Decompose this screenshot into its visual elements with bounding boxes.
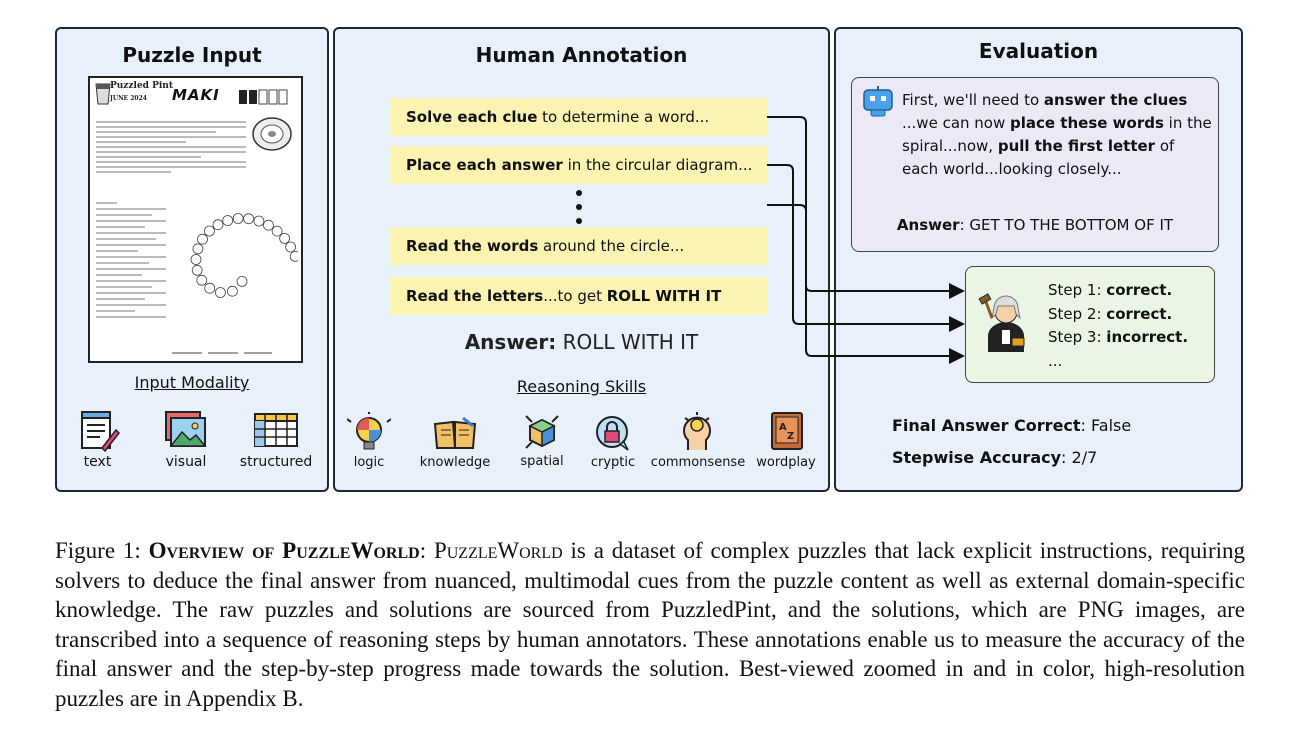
spiral-cell bbox=[236, 276, 248, 287]
spiral-cell bbox=[243, 213, 254, 225]
table-icon bbox=[254, 413, 298, 447]
head-lightbulb-icon bbox=[683, 412, 711, 450]
spiral-cell bbox=[204, 225, 215, 237]
image-gallery-icon bbox=[165, 411, 207, 447]
model-answer: Answer: GET TO THE BOTTOM OF IT bbox=[896, 216, 1174, 234]
spiral-cell bbox=[232, 213, 244, 224]
answer-blanks bbox=[172, 352, 272, 354]
spiral-cell bbox=[279, 233, 290, 244]
lock-speech-icon bbox=[596, 416, 629, 451]
final-answer-correct: Final Answer Correct: False bbox=[892, 416, 1132, 435]
spiral-cell bbox=[289, 251, 298, 262]
ellipsis-dots-icon bbox=[576, 190, 582, 224]
annotation-step-4: Read the letters...to get ROLL WITH IT bbox=[390, 277, 767, 315]
spiral-cell bbox=[285, 241, 296, 253]
spiral-cell bbox=[263, 219, 274, 231]
spiral-cell bbox=[190, 254, 202, 265]
open-book-icon bbox=[433, 416, 477, 449]
judge-steps: Step 1: correct. Step 2: correct. Step 3… bbox=[1048, 279, 1188, 373]
skill-spatial: spatial bbox=[520, 454, 564, 469]
beer-rating-icon bbox=[239, 89, 288, 105]
puzzle-flavor-text bbox=[96, 118, 246, 176]
skill-knowledge: knowledge bbox=[419, 455, 491, 470]
svg-text:A: A bbox=[779, 422, 787, 433]
annotation-step-2: Place each answer in the circular diagra… bbox=[390, 146, 767, 184]
cube-arrows-icon bbox=[525, 415, 559, 449]
skill-cryptic: cryptic bbox=[590, 455, 636, 470]
annotation-step-1: Solve each clue to determine a word... bbox=[390, 98, 767, 136]
figure-caption: Figure 1: Overview of PuzzleWorld: Puzzl… bbox=[55, 538, 1245, 711]
reasoning-skills-label: Reasoning Skills bbox=[516, 377, 647, 396]
puzzle-title: MAKI bbox=[172, 86, 220, 104]
text-document-icon bbox=[81, 411, 120, 452]
judge-gavel-icon bbox=[978, 293, 1025, 352]
pint-logo-icon bbox=[95, 83, 111, 105]
spiral-cell bbox=[215, 287, 226, 298]
lightbulb-puzzle-icon bbox=[347, 412, 391, 450]
puzzle-brand: Puzzled Pint JUNE 2024 bbox=[110, 81, 173, 103]
modality-text: text bbox=[83, 454, 112, 470]
caption-name: PuzzleWorld bbox=[433, 538, 563, 563]
spiral-cell bbox=[271, 225, 283, 237]
spiral-cell bbox=[192, 243, 204, 255]
modality-structured: structured bbox=[239, 454, 313, 470]
judge-step-more: ... bbox=[1048, 351, 1063, 370]
dictionary-icon: A Z bbox=[771, 412, 803, 450]
stepwise-accuracy: Stepwise Accuracy: 2/7 bbox=[892, 448, 1098, 467]
human-annotation-title: Human Annotation bbox=[475, 43, 688, 67]
puzzle-input-title: Puzzle Input bbox=[122, 43, 262, 67]
spiral-cell bbox=[212, 219, 224, 231]
puzzle-page-thumbnail: Puzzled Pint JUNE 2024 MAKI bbox=[88, 76, 303, 363]
caption-bold-title: Overview of PuzzleWorld bbox=[148, 538, 420, 563]
skill-commonsense: commonsense bbox=[650, 455, 746, 470]
spiral-cell bbox=[222, 215, 234, 226]
robot-icon bbox=[863, 86, 893, 117]
input-modality-label: Input Modality bbox=[134, 373, 250, 392]
skill-logic: logic bbox=[353, 455, 385, 470]
judge-step-3: Step 3: incorrect. bbox=[1048, 328, 1189, 346]
evaluation-title: Evaluation bbox=[978, 39, 1099, 63]
spiral-cell bbox=[191, 264, 203, 276]
spiral-cell bbox=[204, 282, 216, 294]
annotation-answer: Answer: ROLL WITH IT bbox=[464, 330, 699, 354]
spiral-cell bbox=[253, 215, 265, 227]
maki-roll-icon bbox=[252, 117, 292, 151]
annotation-step-3: Read the words around the circle... bbox=[390, 227, 767, 265]
svg-text:Z: Z bbox=[787, 431, 794, 442]
spiral-cell bbox=[197, 233, 208, 245]
judge-step-2: Step 2: correct. bbox=[1048, 304, 1173, 323]
spiral-cell bbox=[196, 274, 208, 286]
modality-visual: visual bbox=[165, 454, 207, 470]
spiral-grid-diagram bbox=[190, 213, 298, 298]
judge-step-1: Step 1: correct. bbox=[1048, 281, 1173, 299]
spiral-cell bbox=[227, 285, 238, 297]
model-reasoning-text: First, we'll need to answer the clues ..… bbox=[902, 91, 1212, 178]
puzzle-clue-list bbox=[96, 198, 166, 322]
skill-wordplay: wordplay bbox=[756, 455, 816, 470]
